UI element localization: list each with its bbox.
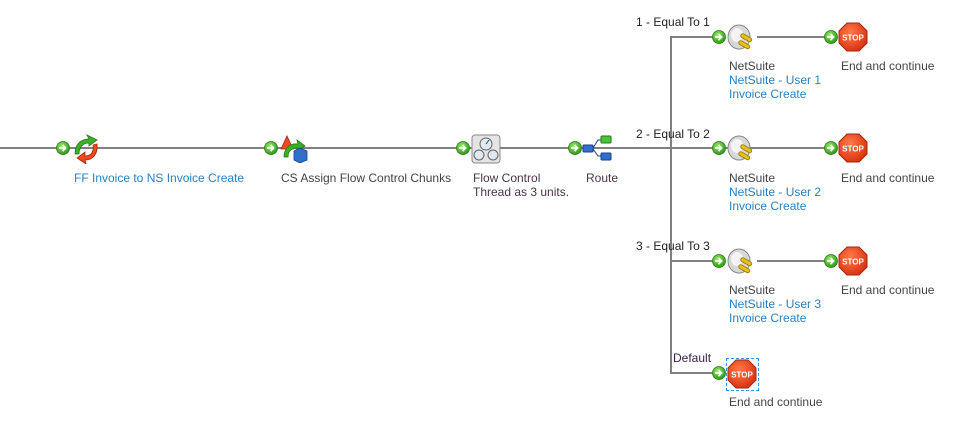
stop-icon-text: STOP [731, 371, 753, 380]
stop-icon-text: STOP [842, 34, 864, 43]
branch-1-to-stop-line [757, 36, 832, 38]
stop-icon-text: STOP [842, 258, 864, 267]
operation-label: Invoice Create [729, 87, 807, 101]
connector-arrow-icon [824, 30, 838, 44]
selection-box [726, 358, 759, 391]
netsuite-connector-icon [726, 22, 756, 52]
connector-arrow-icon [712, 254, 726, 268]
data-process-icon [280, 135, 308, 163]
connector-arrow-icon [56, 141, 70, 155]
stop-label: End and continue [841, 283, 935, 297]
connector-arrow-icon [712, 366, 726, 380]
shape-label: Flow Control [473, 171, 541, 185]
route-icon [582, 135, 612, 161]
netsuite-connector-icon [726, 133, 756, 163]
branch-label: 2 - Equal To 2 [636, 127, 710, 141]
flow-control-icon [471, 134, 501, 164]
connector-arrow-icon [712, 141, 726, 155]
connection-label: NetSuite - User 1 [729, 73, 822, 87]
operation-label: Invoice Create [729, 199, 807, 213]
netsuite-connector-icon [726, 246, 756, 276]
connector-arrow-icon [824, 254, 838, 268]
branch-label: 1 - Equal To 1 [636, 15, 710, 29]
shape-sublabel: Thread as 3 units. [473, 185, 570, 199]
connector-arrow-icon [264, 141, 278, 155]
branch-label: 3 - Equal To 3 [636, 239, 710, 253]
connector-label: NetSuite [729, 171, 776, 185]
connector-arrow-icon [712, 30, 726, 44]
stop-label: End and continue [841, 59, 935, 73]
connector-label: NetSuite [729, 283, 776, 297]
connection-label: NetSuite - User 3 [729, 297, 822, 311]
branch-3-to-stop-line [757, 260, 832, 262]
branch-default-line [670, 372, 720, 374]
branch-label: Default [673, 351, 712, 365]
connector-label: NetSuite [729, 59, 776, 73]
main-flow-line [0, 147, 671, 149]
stop-icon: STOP [838, 133, 868, 163]
branch-3-line [670, 260, 720, 262]
connector-arrow-icon [568, 141, 582, 155]
stop-icon: STOP [838, 246, 868, 276]
operation-label: Invoice Create [729, 311, 807, 325]
stop-label: End and continue [841, 171, 935, 185]
stop-icon-text: STOP [842, 145, 864, 154]
connector-arrow-icon [456, 141, 470, 155]
shape-label: FF Invoice to NS Invoice Create [74, 171, 245, 185]
stop-icon: STOP [838, 22, 868, 52]
route-branch-line [670, 36, 672, 374]
connector-arrow-icon [824, 141, 838, 155]
branch-1-line [670, 36, 720, 38]
shape-label: CS Assign Flow Control Chunks [281, 171, 452, 185]
shape-label: Route [586, 171, 619, 185]
stop-label: End and continue [729, 395, 823, 409]
connection-label: NetSuite - User 2 [729, 185, 822, 199]
map-icon [74, 134, 98, 164]
stop-icon: STOP [727, 359, 757, 389]
branch-2-to-stop-line [671, 147, 832, 149]
